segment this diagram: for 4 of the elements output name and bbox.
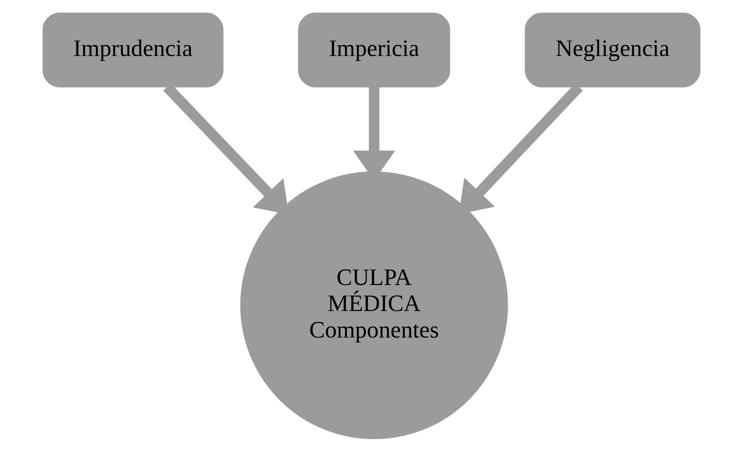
node-box: Impericia — [298, 12, 450, 88]
node-box: Imprudencia — [42, 12, 224, 88]
node-box: Negligencia — [524, 12, 700, 88]
node-circle: CULPA MÉDICA Componentes — [240, 171, 508, 440]
